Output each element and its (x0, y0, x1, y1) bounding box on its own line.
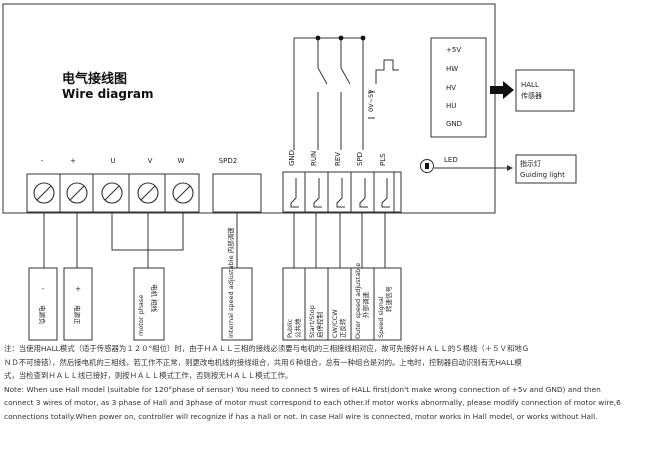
hall-arrow-icon (490, 81, 514, 99)
hall-pin-box (430, 37, 487, 138)
title-en: Wire diagram (62, 87, 154, 101)
hall-pin-5v: +5V (446, 46, 461, 54)
callout-motor-en: motor phase (137, 295, 145, 336)
controller-box (2, 3, 496, 214)
guide-light-label: Guiding light (520, 171, 565, 179)
note-line: Note: When use Hall model (suitable for … (4, 384, 601, 394)
callout-minus-symbol: - (42, 285, 45, 293)
callout-plus-symbol: + (75, 285, 81, 293)
note-line: 式，当检查到ＨＡＬＬ线已接好，则按ＨＡＬＬ模式工作，否则按无ＨＡＬＬ模式工作。 (4, 371, 293, 380)
wire-diagram: 电气接线图 Wire diagram - + U V W SPD2 GND RU… (2, 3, 577, 341)
callout-spd2-box (221, 267, 253, 341)
note-line: ＮＤ不可接错），然后接电机的三相线，若工作不正常，则更改电机线的接线组合，共用６… (4, 357, 522, 367)
callout-minus-box (28, 267, 58, 341)
hall-pin-hv: HV (446, 84, 456, 92)
voltage-label: 0V~5V (367, 89, 375, 112)
power-wires (43, 212, 238, 268)
callout-control-box (282, 267, 402, 341)
hall-pin-hu: HU (446, 102, 456, 110)
terminal-label-rev: REV (334, 152, 342, 166)
power-terminal-block (26, 173, 200, 213)
terminal-label-spd2: SPD2 (219, 157, 238, 165)
callout-pls-en: Speed signal (377, 296, 385, 338)
terminal-label-minus: - (41, 157, 44, 165)
spd2-block (212, 173, 262, 213)
wiring-notes: 注：当使用HALL模式（适于传感器为１２０°相位）时，由于ＨＡＬＬ三相的接线必须… (4, 342, 654, 423)
callout-minus-text: 电源负 (38, 305, 47, 325)
terminal-label-v: V (148, 157, 153, 165)
led-label: LED (444, 156, 458, 164)
callout-run-en: Start/Stop (308, 305, 316, 338)
hall-sensor-label-cn: 传感器 (521, 91, 542, 100)
terminal-label-w: W (178, 157, 185, 165)
terminal-label-gnd: GND (288, 150, 296, 166)
callout-spd-cn: 外部调速 (361, 292, 370, 319)
control-wires (293, 212, 386, 268)
terminal-label-u: U (110, 157, 115, 165)
terminal-label-pls: PLS (379, 153, 387, 166)
guide-light-box (515, 154, 577, 184)
callout-run-cn: 启停控制 (315, 312, 324, 339)
callout-rev-en: CW/CCW (331, 309, 339, 338)
guide-light-label-cn: 指示灯 (520, 159, 541, 168)
callout-spd-en: Outer speed adjustable (354, 263, 362, 339)
hall-pin-gnd: GND (446, 120, 462, 128)
note-line: connect 3 wires of motor, as 3 phase of … (4, 398, 621, 407)
callout-motor-box (133, 267, 165, 341)
hall-pin-hw: HW (446, 65, 458, 73)
note-line: 注：当使用HALL模式（适于传感器为１２０°相位）时，由于ＨＡＬＬ三相的接线必须… (4, 344, 530, 353)
callout-plus-text: 电源正 (73, 305, 82, 325)
callout-rev-cn: 正反转 (338, 318, 347, 338)
callout-gnd-en: Public (286, 318, 294, 338)
note-line: connections totally.When power on, contr… (4, 411, 598, 421)
callout-plus-box (63, 267, 93, 341)
junction-dots (315, 35, 366, 41)
callout-spd2-text: internal speed adjustable 内部调速 (226, 227, 235, 338)
title-cn: 电气接线图 (62, 71, 127, 87)
callout-gnd-cn: 公共地 (293, 318, 302, 338)
hall-sensor-box (515, 69, 575, 112)
control-terminal-block (282, 171, 402, 213)
terminal-label-spd: SPD (356, 152, 364, 166)
terminal-label-run: RUN (310, 151, 318, 166)
callout-pls-cn: 转速信号 (384, 286, 393, 313)
callout-motor-cn: 电机 相线 (150, 284, 159, 313)
switch-wiring (293, 37, 399, 150)
hall-sensor-label: HALL (521, 81, 539, 89)
terminal-label-plus: + (70, 157, 76, 165)
